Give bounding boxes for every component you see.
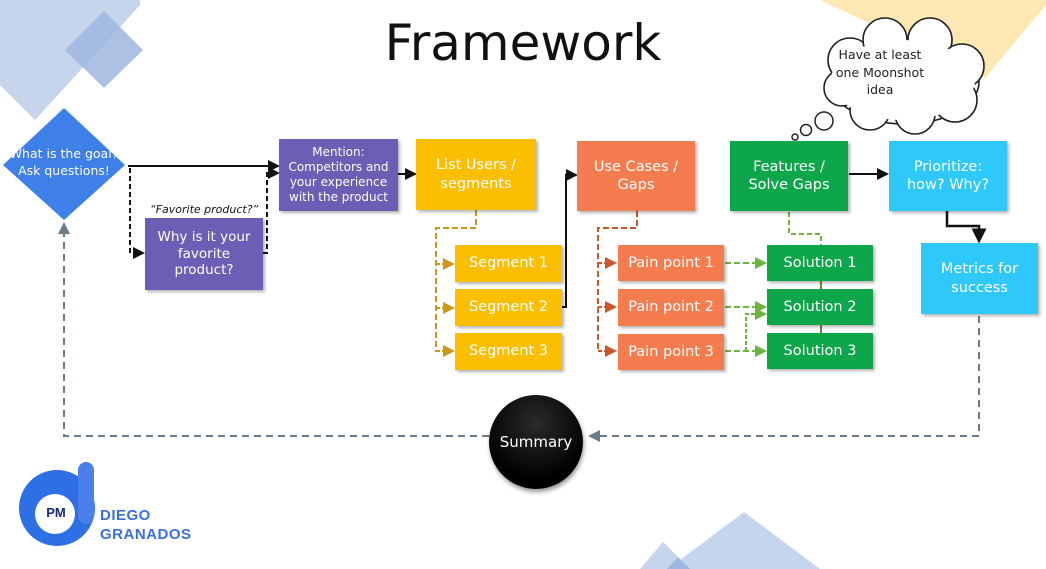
connector-users-segments [435, 210, 477, 352]
pain-point-2: Pain point 2 [618, 289, 724, 326]
node-prioritize: Prioritize: how? Why? [889, 141, 1007, 211]
pain-point-1: Pain point 1 [618, 245, 724, 281]
connector-summary-goal [58, 222, 489, 437]
segment-1: Segment 1 [455, 245, 562, 282]
node-features: Features / Solve Gaps [730, 141, 848, 211]
solution-3: Solution 3 [767, 333, 873, 369]
logo-name: DIEGO GRANADOS [100, 507, 192, 543]
decor-diamond-small [65, 11, 143, 88]
start-diamond-label: What is the goal? Ask questions! [9, 146, 119, 178]
node-metrics: Metrics for success [921, 243, 1038, 314]
node-list-users: List Users / segments [416, 139, 536, 210]
cloud-bubble-large [814, 111, 834, 131]
favorite-product-label: “Favorite product?” [150, 203, 259, 216]
pain-point-3: Pain point 3 [618, 334, 724, 370]
solution-1: Solution 1 [767, 245, 873, 281]
connector-prioritize-metrics [945, 211, 987, 244]
cloud-bubble-small [791, 133, 799, 141]
node-use-cases: Use Cases / Gaps [577, 141, 695, 211]
decor-triangle-bottom-large [668, 512, 820, 569]
connector-metrics-summary [588, 316, 980, 442]
connector-segment2-usecases [562, 169, 578, 308]
segment-2: Segment 2 [455, 289, 562, 326]
decor-triangle-overlap [667, 557, 690, 569]
start-diamond [3, 108, 125, 220]
connector-usecases-pains [597, 211, 638, 351]
cloud-fill [831, 40, 975, 120]
connector-why-mention [263, 167, 280, 254]
cloud-bubble-medium [799, 123, 813, 137]
node-mention: Mention: Competitors and your experience… [279, 139, 398, 211]
connector-pain3-solution2 [745, 308, 767, 351]
logo-badge: PM [46, 505, 66, 520]
node-summary: Summary [489, 395, 583, 489]
node-why-favorite: Why is it your favorite product? [145, 218, 263, 290]
cloud-note: Have at least one Moonshot idea [835, 47, 925, 97]
segment-3: Segment 3 [455, 333, 562, 370]
connector-features-solutions [788, 212, 822, 245]
solution-2: Solution 2 [767, 289, 873, 325]
page-title: Framework [384, 14, 662, 72]
connector-goal-why [129, 168, 145, 259]
logo-mark [19, 462, 95, 546]
